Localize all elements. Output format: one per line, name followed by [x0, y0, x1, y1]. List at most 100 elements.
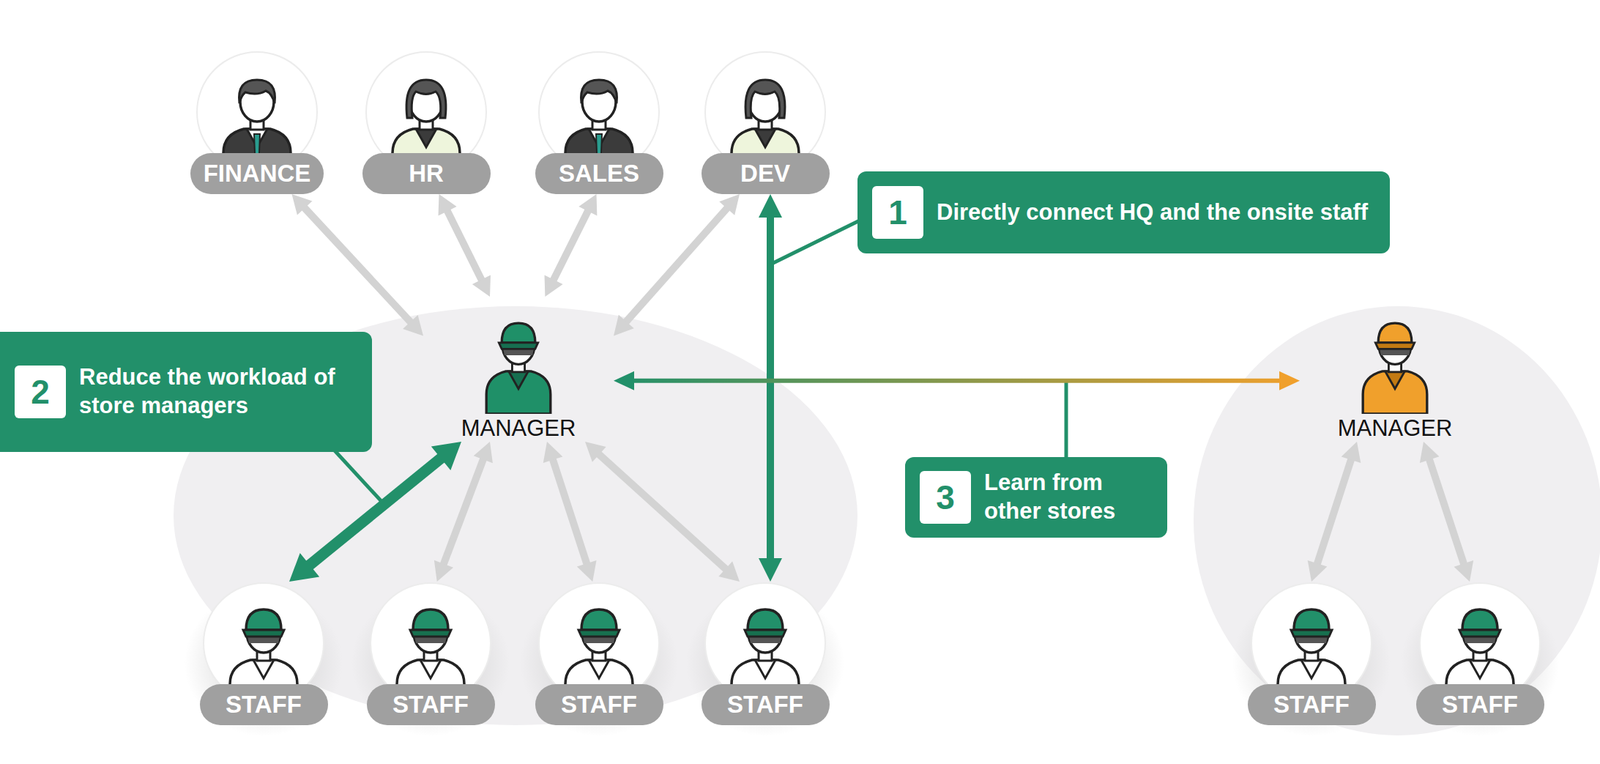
role-label: STAFF	[701, 683, 830, 725]
staff-node: STAFF	[1247, 581, 1376, 725]
connector-arrow	[613, 194, 740, 336]
connector-arrow	[543, 441, 597, 582]
connector-arrow	[434, 441, 493, 582]
connector-arrow	[438, 194, 491, 297]
role-label: STAFF	[366, 683, 496, 725]
cap	[412, 609, 449, 630]
staff-node: STAFF	[366, 581, 496, 725]
cap	[581, 609, 617, 630]
arrowhead	[431, 441, 462, 471]
arrowhead	[543, 441, 564, 463]
arrowhead	[473, 441, 493, 463]
role-label: MANAGER	[461, 415, 577, 442]
cap	[501, 322, 536, 343]
cap	[1378, 322, 1412, 343]
connector-shaft	[302, 205, 413, 325]
arrowhead	[577, 560, 597, 582]
callout-text: Directly connect HQ and the onsite staff	[936, 198, 1368, 228]
cap-brim	[1459, 629, 1501, 637]
department-node: FINANCE	[190, 50, 325, 195]
cap-brim	[744, 629, 786, 637]
role-label: HR	[362, 153, 491, 195]
arrowhead	[472, 274, 491, 297]
callout-text: Learn from other stores	[984, 468, 1146, 526]
department-node: SALES	[535, 50, 664, 195]
role-label: STAFF	[1416, 683, 1545, 725]
arrowhead	[1307, 560, 1328, 582]
cap-brim	[243, 629, 285, 637]
shirt-collar	[754, 659, 776, 679]
connector-shaft	[305, 454, 445, 569]
manager-node: MANAGER	[1299, 296, 1491, 442]
connector-arrow	[289, 441, 462, 582]
arrowhead	[758, 557, 783, 582]
arrowhead	[718, 560, 740, 582]
role-label: STAFF	[1247, 683, 1376, 725]
department-node: DEV	[701, 50, 830, 195]
callout-box: 2Reduce the workload of store managers	[0, 331, 372, 452]
role-label: SALES	[535, 153, 664, 195]
leader-line	[771, 218, 865, 264]
staff-node: STAFF	[701, 581, 830, 725]
arrowhead	[289, 552, 320, 582]
role-label: STAFF	[199, 683, 329, 725]
shirt-collar	[1385, 371, 1406, 389]
connector-arrow	[585, 441, 740, 582]
connector-shaft	[445, 207, 484, 284]
person-body	[1362, 371, 1428, 414]
role-label: FINANCE	[190, 153, 325, 195]
arrowhead	[719, 194, 740, 216]
manager-node: MANAGER	[423, 296, 614, 442]
connector-arrow	[613, 371, 1300, 391]
connector-arrow	[1307, 441, 1362, 582]
cap-brim	[498, 342, 538, 350]
shirt-collar	[1301, 659, 1322, 679]
connector-arrow	[291, 194, 424, 336]
arrowhead	[291, 194, 312, 216]
shirt-collar	[420, 659, 441, 679]
arrowhead	[1454, 560, 1475, 582]
connector-shaft	[1315, 456, 1352, 567]
person-icon	[1336, 296, 1454, 414]
connector-shaft	[629, 378, 1283, 383]
cap-brim	[578, 629, 620, 637]
connector-shaft	[766, 213, 775, 564]
shirt-collar	[1469, 659, 1491, 679]
callout-text: Reduce the workload of store managers	[79, 363, 351, 421]
arrowhead	[613, 371, 635, 391]
connector-shaft	[552, 207, 590, 284]
connector-arrow	[544, 194, 598, 297]
arrowhead	[1279, 371, 1300, 391]
connector-shaft	[596, 451, 728, 572]
arrowhead	[578, 194, 597, 217]
person-icon	[459, 296, 578, 414]
shirt-collar	[754, 128, 776, 148]
cap	[747, 609, 783, 630]
leader-line	[1064, 381, 1069, 462]
connector-arrow	[1419, 441, 1474, 582]
cap-brim	[1290, 629, 1332, 637]
connector-arrow	[758, 194, 783, 582]
arrowhead	[434, 560, 454, 582]
store-region	[1193, 306, 1600, 736]
hair	[406, 79, 446, 118]
cap	[1462, 609, 1498, 630]
cap-brim	[410, 629, 452, 637]
callout-number: 2	[14, 365, 66, 419]
hair	[581, 79, 618, 104]
arrowhead	[1341, 441, 1362, 463]
arrowhead	[758, 194, 783, 218]
role-label: MANAGER	[1337, 415, 1453, 442]
staff-node: STAFF	[1416, 581, 1545, 725]
shirt-collar	[588, 659, 610, 679]
arrowhead	[544, 274, 564, 297]
hair	[238, 79, 275, 104]
role-label: DEV	[701, 153, 830, 195]
connector-shaft	[442, 455, 485, 567]
connector-shaft	[551, 456, 588, 567]
arrowhead	[613, 314, 635, 337]
arrowhead	[1419, 441, 1440, 463]
connector-shaft	[1428, 456, 1466, 567]
department-node: HR	[362, 50, 491, 195]
